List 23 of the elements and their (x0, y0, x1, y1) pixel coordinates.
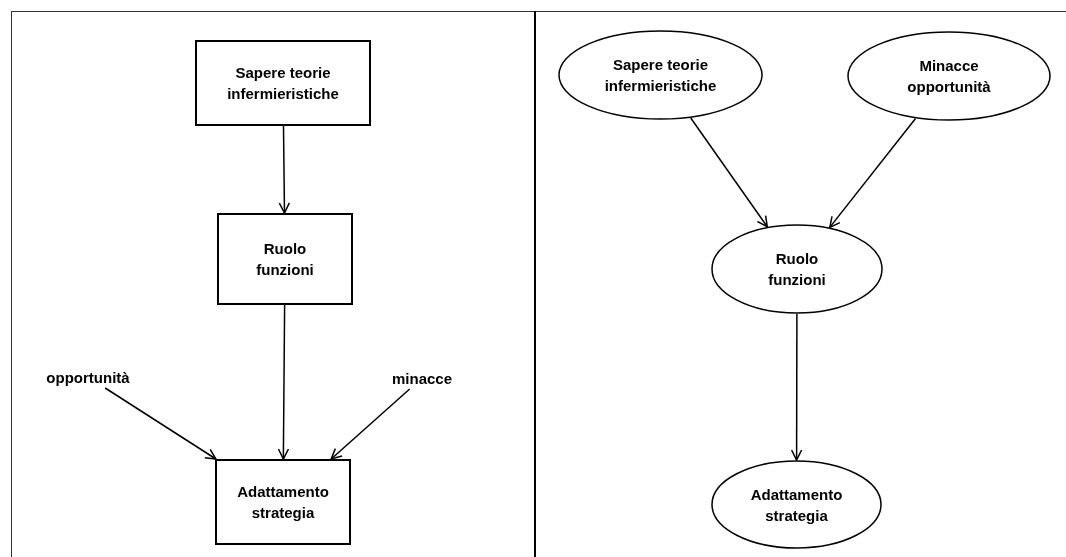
ellipse-node (558, 30, 763, 120)
ellipse-node (847, 31, 1051, 121)
arrow (277, 304, 290, 460)
node-text: Ruolo funzioni (256, 239, 314, 280)
process-box (215, 459, 351, 545)
arrow (790, 313, 803, 461)
process-box (217, 213, 353, 305)
arrow (104, 387, 217, 460)
ellipse-node (711, 460, 882, 549)
ellipse-node (711, 224, 883, 314)
arrow (829, 117, 917, 229)
process-box (195, 40, 371, 126)
node-text: minacce (391, 368, 452, 389)
node-text: Adattamento strategia (750, 484, 843, 526)
node-text: Sapere teorie infermieristiche (227, 63, 339, 104)
node-text: Minacce opportunità (907, 56, 991, 97)
node-text: opportunità (46, 367, 130, 388)
arrow (278, 125, 291, 214)
node-text: Ruolo funzioni (768, 249, 826, 290)
node-text: Sapere teorie infermieristiche (604, 55, 717, 96)
arrow (690, 117, 769, 228)
arrow (330, 388, 411, 460)
node-text: Adattamento strategia (237, 482, 329, 523)
